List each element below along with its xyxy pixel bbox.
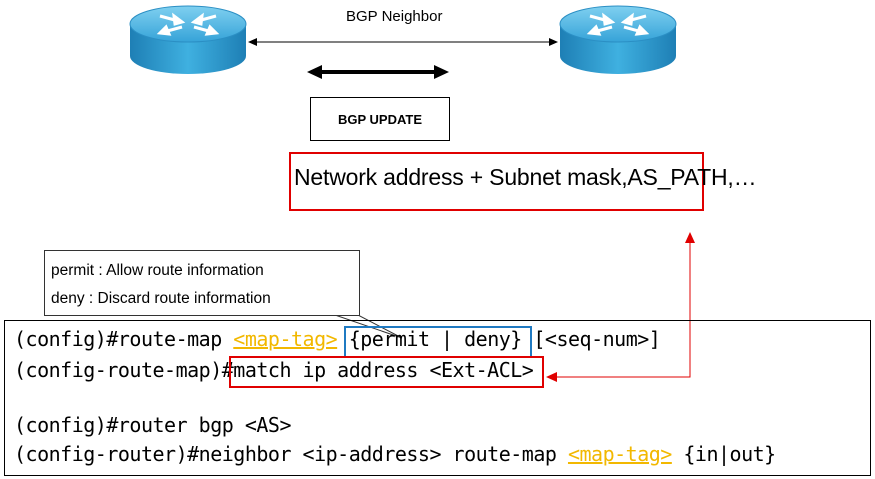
- config-line-neighbor: (config-router)#neighbor <ip-address> ro…: [14, 442, 776, 466]
- config-line-match: (config-route-map)#match ip address <Ext…: [14, 358, 534, 382]
- update-fields-text: Network address + Subnet mask,AS_PATH,…: [294, 164, 757, 190]
- bgp-update-label: BGP UPDATE: [337, 111, 423, 127]
- neighbor-link-arrow: [248, 38, 558, 46]
- map-tag-placeholder: <map-tag>: [567, 442, 672, 466]
- neighbor-prefix: (config-router)#neighbor <ip-address> ro…: [14, 442, 568, 466]
- route-map-prefix: (config)#route-map: [14, 327, 234, 351]
- map-tag-placeholder: <map-tag>: [233, 327, 338, 351]
- match-command-highlight: [229, 356, 544, 388]
- router-right-icon: [559, 5, 677, 74]
- match-to-fields-arrow: [546, 232, 695, 382]
- update-fields-highlight: [289, 152, 704, 211]
- callout-permit-line: permit : Allow route information: [51, 262, 264, 279]
- direction-choice: {in|out}: [671, 442, 776, 466]
- config-line-route-map: (config)#route-map <map-tag> {permit | d…: [14, 327, 661, 351]
- seq-num-placeholder: [<seq-num>]: [521, 327, 661, 351]
- callout-deny-line: deny : Discard route information: [51, 290, 271, 307]
- permit-deny-callout: permit : Allow route information deny : …: [44, 250, 360, 316]
- match-ip-address-command: match ip address <Ext-ACL>: [233, 358, 534, 382]
- permit-deny-highlight: [344, 326, 532, 358]
- route-map-mode-prompt: (config-route-map)#: [14, 358, 234, 382]
- config-line-router-bgp: (config)#router bgp <AS>: [14, 413, 291, 437]
- bgp-neighbor-label: BGP Neighbor: [346, 8, 443, 25]
- bgp-update-box: BGP UPDATE: [310, 97, 450, 141]
- permit-deny-choice: {permit | deny}: [348, 327, 523, 351]
- config-commands-box: [4, 320, 871, 476]
- update-exchange-arrow: [307, 65, 449, 79]
- router-left-icon: [129, 5, 247, 74]
